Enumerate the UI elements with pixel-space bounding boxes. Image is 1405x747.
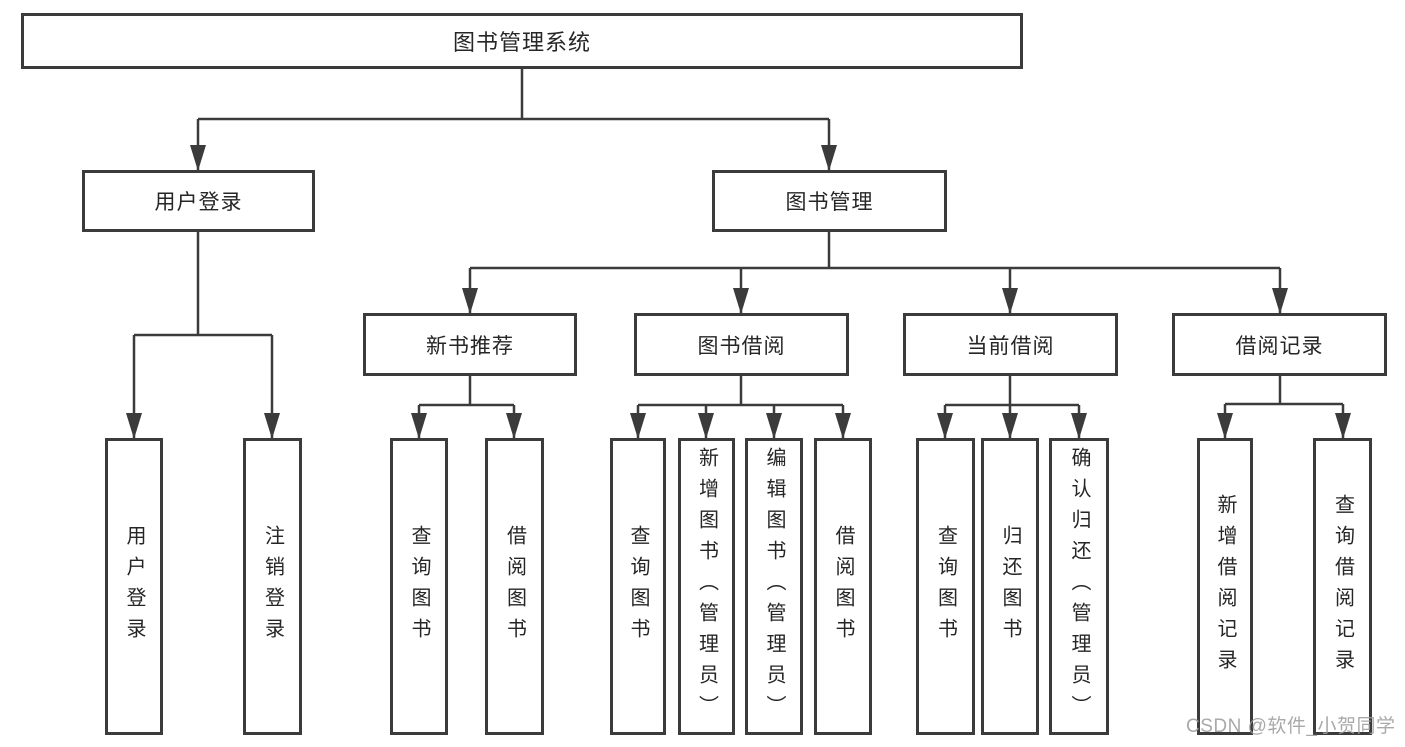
watermark-text: CSDN @软件_小贺同学 xyxy=(1186,716,1396,737)
leaf-user-login: 用户登录 xyxy=(105,438,163,735)
node-current-borrowing: 当前借阅 xyxy=(903,313,1118,376)
node-book-management: 图书管理 xyxy=(712,170,947,232)
leaf-label: 归还图书 xyxy=(999,524,1021,649)
leaf-label: 查询借阅记录 xyxy=(1331,493,1354,680)
node-library-management-system: 图书管理系统 xyxy=(21,13,1023,69)
leaf-edit-book-admin: 编辑图书（管理员） xyxy=(745,438,803,735)
leaf-label: 借阅图书 xyxy=(503,524,526,649)
leaf-query-books-recommend: 查询图书 xyxy=(390,438,448,735)
leaf-label: 用户登录 xyxy=(123,524,145,649)
leaf-label: 编辑图书（管理员） xyxy=(763,447,785,726)
leaf-logout-login: 注销登录 xyxy=(243,438,302,735)
leaf-label: 新增图书（管理员） xyxy=(695,447,718,726)
leaf-return-books: 归还图书 xyxy=(981,438,1039,735)
leaf-add-book-admin: 新增图书（管理员） xyxy=(678,438,735,735)
leaf-label: 借阅图书 xyxy=(832,524,854,649)
leaf-label: 查询图书 xyxy=(408,524,430,649)
leaf-label: 新增借阅记录 xyxy=(1214,493,1236,680)
leaf-query-books-borrowing: 查询图书 xyxy=(610,438,666,735)
leaf-borrow-books-recommend: 借阅图书 xyxy=(485,438,544,735)
leaf-query-borrow-record: 查询借阅记录 xyxy=(1313,438,1372,735)
node-new-book-recommendation: 新书推荐 xyxy=(363,313,577,376)
leaf-query-books-current: 查询图书 xyxy=(916,438,975,735)
leaf-label: 查询图书 xyxy=(934,524,957,649)
leaf-label: 查询图书 xyxy=(627,524,649,649)
leaf-add-borrow-record: 新增借阅记录 xyxy=(1197,438,1253,735)
node-user-login: 用户登录 xyxy=(82,170,315,232)
leaf-borrow-books-borrowing: 借阅图书 xyxy=(814,438,872,735)
node-borrowing-records: 借阅记录 xyxy=(1172,313,1387,376)
leaf-confirm-return-admin: 确认归还（管理员） xyxy=(1049,438,1109,735)
leaf-label: 确认归还（管理员） xyxy=(1068,447,1090,726)
node-book-borrowing: 图书借阅 xyxy=(634,313,849,376)
leaf-label: 注销登录 xyxy=(261,524,284,649)
